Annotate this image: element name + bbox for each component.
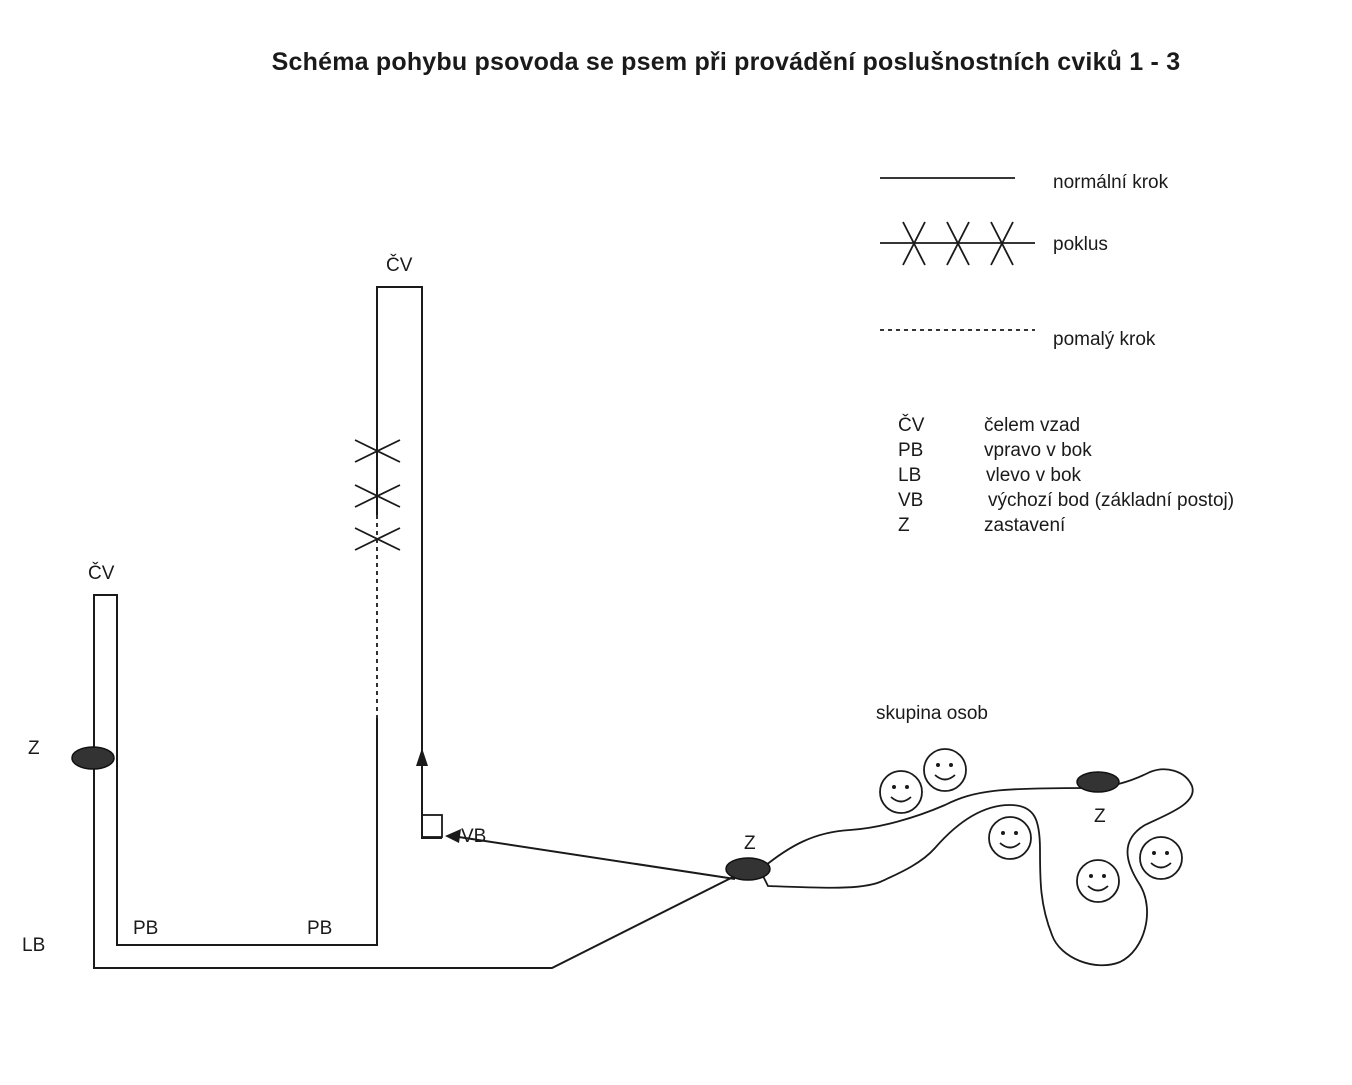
legend-slow-step-label: pomalý krok xyxy=(1053,329,1156,350)
label-group: skupina osob xyxy=(876,703,988,724)
group-of-people xyxy=(758,748,1194,967)
label-pb-right: PB xyxy=(307,918,332,939)
group-outline xyxy=(758,768,1194,967)
abbr-meaning: výchozí bod (základní postoj) xyxy=(988,490,1234,511)
return-path-line xyxy=(451,835,736,880)
label-vb: VB xyxy=(461,826,486,847)
abbr-code: ČV xyxy=(898,414,925,436)
abbr-code: VB xyxy=(898,490,923,511)
legend-trot-label: poklus xyxy=(1053,234,1108,255)
abbr-code: LB xyxy=(898,465,921,486)
abbr-meaning: zastavení xyxy=(984,515,1066,536)
cross-mark xyxy=(990,221,1014,266)
abbr-code: Z xyxy=(898,515,910,536)
person-face xyxy=(1139,836,1183,880)
abbr-meaning: čelem vzad xyxy=(984,415,1080,436)
legend: normální krok poklus pomalý krok ČV čele… xyxy=(880,172,1234,536)
stop-marker-middle xyxy=(725,857,771,881)
label-lb: LB xyxy=(22,935,45,956)
start-point-square xyxy=(421,814,443,838)
path-segment-vb xyxy=(421,760,442,839)
direction-arrow-up xyxy=(416,748,428,766)
legend-normal-step: normální krok xyxy=(880,172,1169,193)
label-z-right: Z xyxy=(1094,806,1106,827)
direction-arrow-left xyxy=(445,829,461,843)
abbr-meaning: vlevo v bok xyxy=(986,465,1082,486)
person-face xyxy=(923,748,967,792)
cross-mark xyxy=(946,221,970,266)
label-z-left: Z xyxy=(28,738,40,759)
cross-mark xyxy=(902,221,926,266)
label-cv-left: ČV xyxy=(88,562,115,584)
person-face xyxy=(879,770,923,814)
abbreviation-list: ČV čelem vzad PB vpravo v bok LB vlevo v… xyxy=(898,414,1234,536)
path-segment-right-column-top xyxy=(376,286,423,760)
label-z-middle: Z xyxy=(744,833,756,854)
abbr-code: PB xyxy=(898,440,923,461)
legend-trot: poklus xyxy=(880,221,1108,266)
page-title: Schéma pohybu psovoda se psem při provád… xyxy=(271,48,1181,76)
stop-marker-right xyxy=(1076,771,1120,793)
legend-slow-step: pomalý krok xyxy=(880,329,1156,350)
trot-cross-mark xyxy=(354,527,401,551)
trot-cross-mark xyxy=(354,484,401,508)
abbr-meaning: vpravo v bok xyxy=(984,440,1092,461)
label-cv-right: ČV xyxy=(386,254,413,276)
person-face xyxy=(1076,859,1120,903)
handler-path xyxy=(93,286,736,969)
stop-marker-left xyxy=(71,746,115,770)
label-pb-left: PB xyxy=(133,918,158,939)
legend-normal-step-label: normální krok xyxy=(1053,172,1169,193)
person-face xyxy=(988,816,1032,860)
path-segment-main xyxy=(93,594,736,969)
trot-cross-mark xyxy=(354,439,401,463)
